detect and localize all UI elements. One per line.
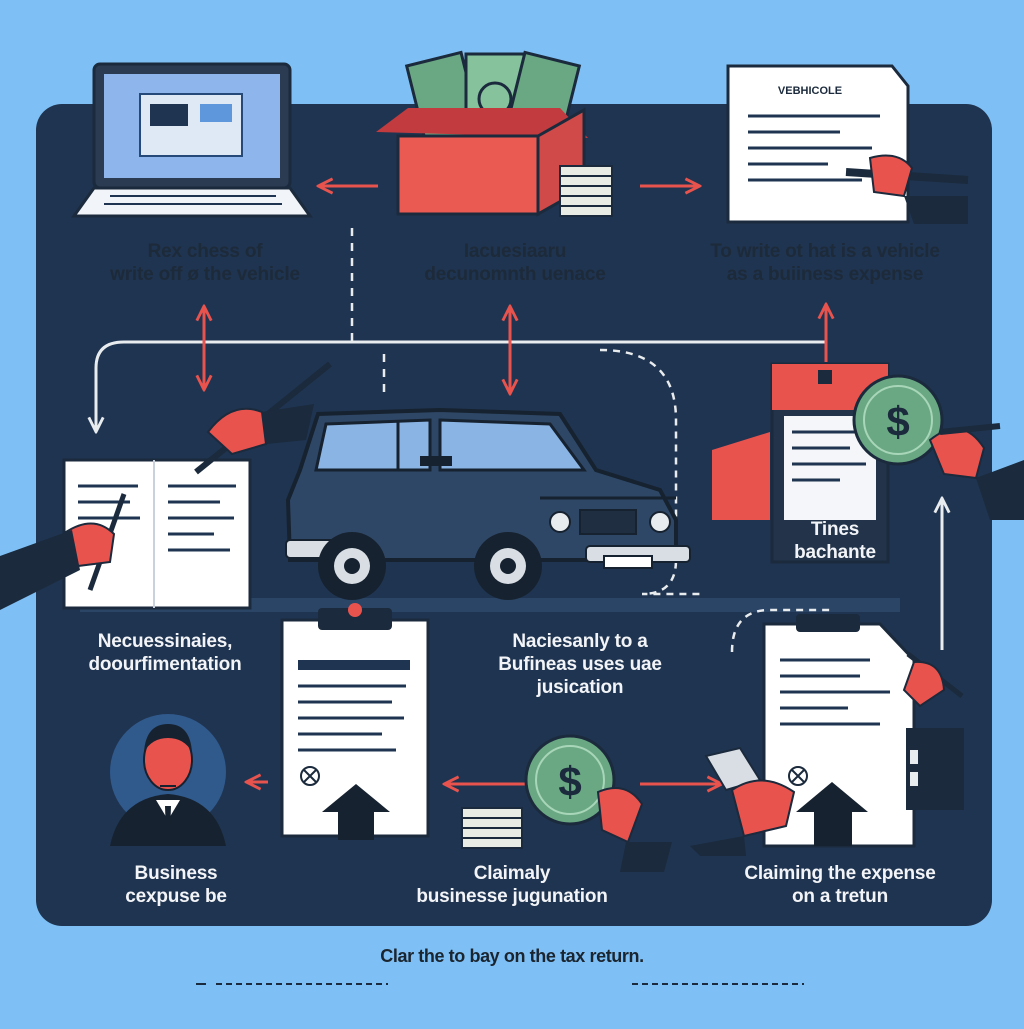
laptop-icon: [71, 62, 313, 218]
label-money-box-line-2: decunomnth uenace: [424, 264, 606, 285]
label-vehicle: Naciesanly to a Bufineas uses uae jusica…: [450, 630, 710, 699]
label-person: Business cexpuse be: [96, 862, 256, 908]
label-laptop-line-1: Rex chess of: [147, 241, 263, 262]
road-stripe: [80, 598, 900, 612]
label-document-top-line-2: as a buiiness expense: [726, 264, 924, 285]
document-signing-icon: [726, 64, 969, 224]
label-receipt: Tines bachante: [780, 518, 890, 564]
caption: Clar the to bay on the tax return.: [380, 946, 644, 966]
label-laptop-line-2: write off ø the vehicle: [110, 264, 300, 285]
label-vehicle-line-2: Bufineas uses uae: [498, 654, 662, 675]
label-coin-clipboard: Claimaly businesse jugunation: [392, 862, 632, 908]
label-document-top: To write ot hat is a vehicle as a buiine…: [680, 240, 970, 286]
label-vehicle-line-3: jusication: [536, 677, 624, 698]
label-document-top-line-1: To write ot hat is a vehicle: [710, 241, 940, 262]
coin-clipboard-icon: $: [461, 734, 672, 872]
label-document-left: Necuessinaies, doourfimentation: [60, 630, 270, 676]
svg-text:$: $: [558, 758, 581, 805]
money-box-icon: [376, 50, 613, 217]
label-claim-line-1: Claiming the expense: [744, 863, 936, 884]
connectors: [96, 228, 942, 650]
label-person-line-2: cexpuse be: [125, 886, 227, 907]
clipboard-icon: [280, 603, 430, 840]
label-document-left-line-2: doourfimentation: [88, 654, 242, 675]
label-person-line-1: Business: [134, 863, 218, 884]
label-vehicle-line-1: Naciesanly to a: [512, 631, 648, 652]
flow-arrows: [204, 186, 826, 784]
label-money-box-line-1: Iacuesiaaru: [463, 241, 567, 262]
label-money-box: Iacuesiaaru decunomnth uenace: [380, 240, 650, 286]
label-receipt-line-1: Tines: [810, 519, 860, 540]
businessman-icon: [110, 714, 226, 846]
label-receipt-line-2: bachante: [794, 542, 876, 563]
label-claim-line-2: on a tretun: [792, 886, 888, 907]
label-coin-clipboard-line-2: businesse jugunation: [416, 886, 608, 907]
document-title: VEBHICOLE: [778, 85, 842, 97]
clipboard-signing-icon: [690, 614, 964, 856]
label-laptop: Rex chess of write off ø the vehicle: [60, 240, 350, 286]
svg-text:$: $: [886, 398, 909, 445]
receipt-coin-icon: $: [712, 362, 1024, 564]
document-pen-icon: [0, 361, 332, 610]
label-coin-clipboard-line-1: Claimaly: [473, 863, 551, 884]
label-claim: Claiming the expense on a tretun: [720, 862, 960, 908]
label-document-left-line-1: Necuessinaies,: [97, 631, 233, 652]
suv-icon: [285, 407, 691, 600]
